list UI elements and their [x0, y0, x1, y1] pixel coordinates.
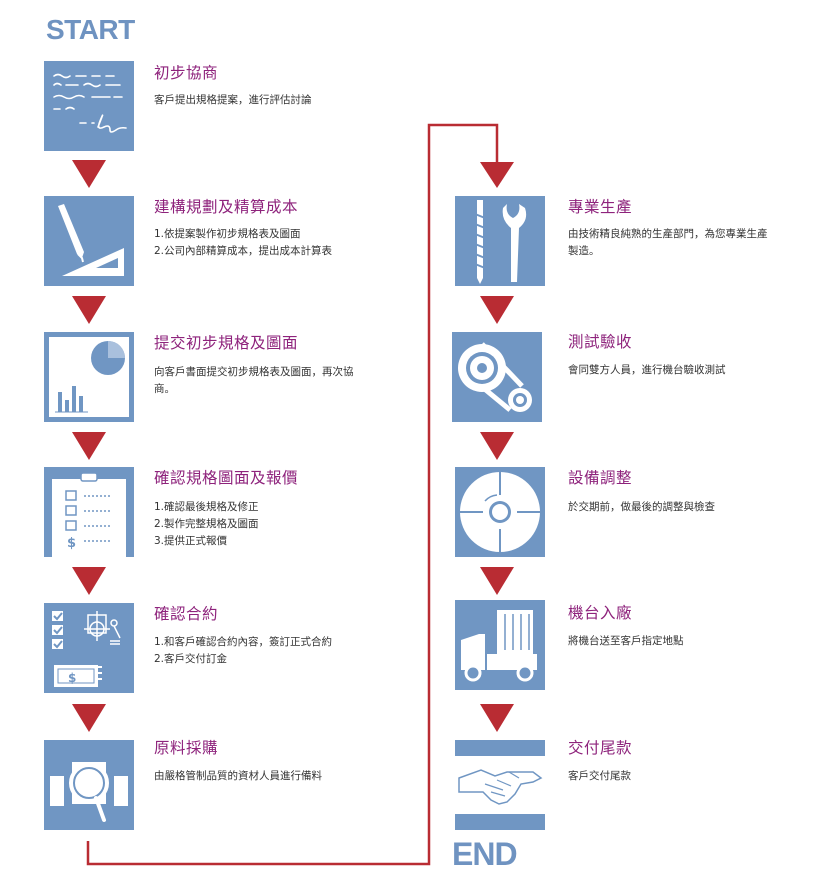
magnifier-inspection-icon	[44, 740, 134, 830]
pencil-triangle-ruler-icon	[44, 196, 134, 286]
end-label: END	[452, 836, 518, 872]
step-title: 提交初步規格及圖面	[154, 334, 299, 352]
step-title: 機台入廠	[568, 604, 633, 622]
step-title: 確認合約	[154, 605, 219, 623]
step-title: 設備調整	[568, 469, 633, 487]
disc-crosshair-icon	[455, 467, 545, 557]
svg-text:$: $	[67, 536, 76, 551]
step-title: 測試驗收	[568, 333, 633, 351]
pie-bar-chart-icon	[44, 332, 134, 422]
connector-arrowhead	[480, 162, 514, 188]
description-line: 於交期前，做最後的調整與檢查	[568, 501, 715, 513]
flow-arrow	[72, 704, 106, 732]
screw-wrench-icon	[455, 196, 545, 286]
flow-arrow	[480, 704, 514, 732]
flow-arrow	[72, 160, 106, 188]
step-description: 向客戶書面提交初步規格表及圖面，再次協 商。	[154, 364, 354, 398]
description-line: 由嚴格管制品質的資材人員進行備料	[154, 770, 322, 782]
step-title: 建構規劃及精算成本	[154, 198, 299, 216]
description-line: 1.依提案製作初步規格表及圖面	[154, 228, 301, 240]
description-line: 會同雙方人員，進行機台驗收測試	[568, 364, 726, 376]
step-description: 由嚴格管制品質的資材人員進行備料	[154, 768, 322, 785]
step-title: 原料採購	[154, 739, 219, 757]
description-line: 製造。	[568, 245, 600, 257]
description-line: 2.公司內部精算成本，提出成本計算表	[154, 245, 333, 257]
step-description: 將機台送至客戶指定地點	[568, 633, 684, 650]
step-description: 於交期前，做最後的調整與檢查	[568, 499, 715, 516]
step-title: 確認規格圖面及報價	[154, 469, 299, 487]
flow-arrow	[72, 567, 106, 595]
handshake-icon	[455, 740, 545, 830]
delivery-truck-icon	[455, 600, 545, 690]
description-line: 客戶交付尾款	[568, 770, 631, 782]
step-description: 客戶提出規格提案，進行評估討論	[154, 92, 312, 109]
description-line: 將機台送至客戶指定地點	[568, 635, 684, 647]
flow-arrow	[72, 432, 106, 460]
document-signature-icon	[44, 61, 134, 151]
step-description: 1.依提案製作初步規格表及圖面 2.公司內部精算成本，提出成本計算表	[154, 226, 332, 260]
flow-arrow	[480, 567, 514, 595]
step-description: 由技術精良純熟的生產部門，為您專業生產 製造。	[568, 226, 768, 260]
description-line: 向客戶書面提交初步規格表及圖面，再次協	[154, 366, 354, 378]
step-description: 1.和客戶確認合約內容，簽訂正式合約 2.客戶交付訂金	[154, 634, 332, 668]
step-title: 初步協商	[154, 64, 219, 82]
description-line: 商。	[154, 383, 175, 395]
gears-chain-icon	[452, 332, 542, 422]
description-line: 1.和客戶確認合約內容，簽訂正式合約	[154, 636, 333, 648]
clipboard-checklist-icon: $	[44, 467, 134, 557]
start-label: START	[46, 14, 135, 45]
description-line: 由技術精良純熟的生產部門，為您專業生產	[568, 228, 768, 240]
flow-arrow	[72, 296, 106, 324]
description-line: 1.確認最後規格及修正	[154, 501, 259, 513]
step-title: 交付尾款	[568, 739, 633, 757]
flow-arrow	[480, 432, 514, 460]
svg-text:$: $	[68, 671, 76, 685]
step-description: 會同雙方人員，進行機台驗收測試	[568, 362, 726, 379]
description-line: 2.製作完整規格及圖面	[154, 518, 259, 530]
description-line: 客戶提出規格提案，進行評估討論	[154, 94, 312, 106]
step-description: 1.確認最後規格及修正 2.製作完整規格及圖面 3.提供正式報價	[154, 499, 259, 550]
step-title: 專業生產	[568, 198, 633, 216]
description-line: 2.客戶交付訂金	[154, 653, 228, 665]
flow-arrow	[480, 296, 514, 324]
description-line: 3.提供正式報價	[154, 535, 228, 547]
checklist-cash-icon: $	[44, 603, 134, 693]
step-description: 客戶交付尾款	[568, 768, 631, 785]
